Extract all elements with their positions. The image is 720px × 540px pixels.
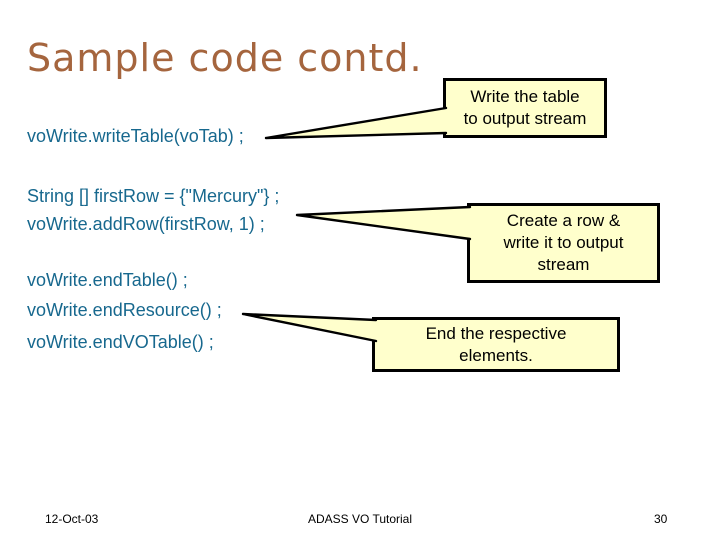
callout-line: elements. <box>459 345 533 365</box>
code-line-add-row: voWrite.addRow(firstRow, 1) ; <box>27 214 265 234</box>
callout-end-elements: End the respective elements. <box>372 317 620 372</box>
callout-line: Create a row & <box>506 211 621 230</box>
callout-tail-3-icon <box>241 312 378 343</box>
footer-page-number: 30 <box>654 512 668 526</box>
callout-tail-2-icon <box>295 205 472 241</box>
footer-tutorial-title: ADASS VO Tutorial <box>307 512 413 526</box>
code-line-end-votable: voWrite.endVOTable() ; <box>27 332 214 352</box>
callout-line: to output stream <box>463 109 587 128</box>
callout-line: write it to output <box>503 233 624 252</box>
callout-tail-1-icon <box>264 106 448 140</box>
code-line-write-table: voWrite.writeTable(voTab) ; <box>27 126 244 146</box>
callout-line: Write the table <box>470 87 580 106</box>
callout-create-row: Create a row & write it to output stream <box>467 203 660 283</box>
code-line-end-table: voWrite.endTable() ; <box>27 270 188 290</box>
slide-title: Sample code contd. <box>27 36 423 80</box>
code-line-first-row: String [] firstRow = {"Mercury"} ; <box>27 186 280 206</box>
callout-line: End the respective <box>425 323 567 343</box>
callout-line: stream <box>537 255 590 274</box>
callout-write-table: Write the table to output stream <box>443 78 607 138</box>
code-line-end-resource: voWrite.endResource() ; <box>27 300 222 320</box>
footer-date: 12-Oct-03 <box>45 512 99 526</box>
